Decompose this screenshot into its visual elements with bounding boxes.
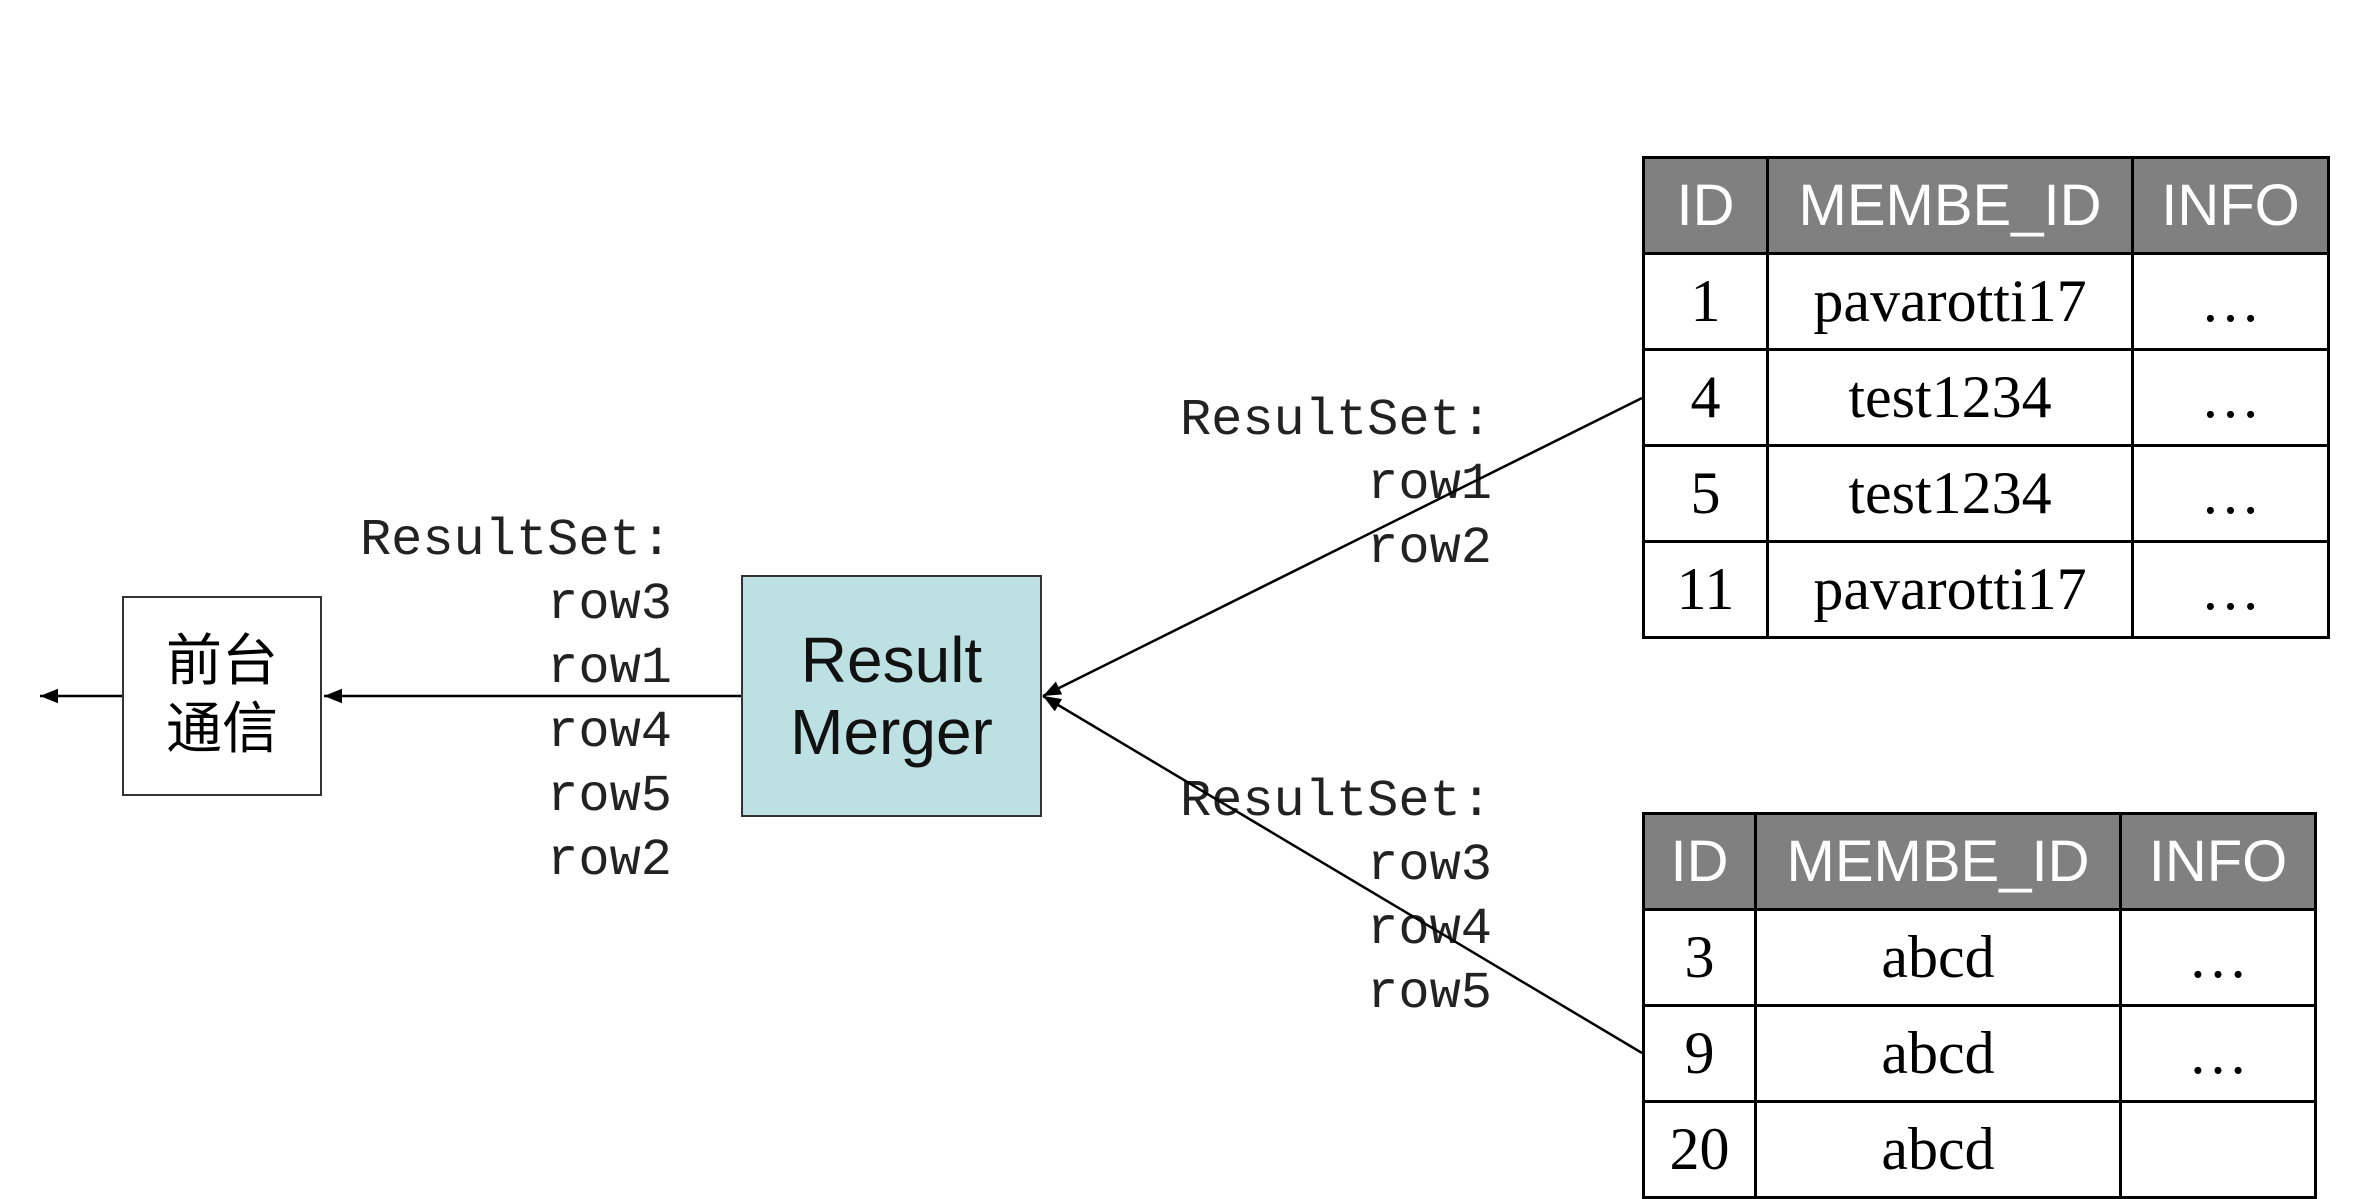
- resultset-row: row3: [1367, 836, 1492, 895]
- shard-table-1: ID MEMBE_ID INFO 1 pavarotti17 … 4 test1…: [1642, 156, 2330, 639]
- frontend-comm-label-line1: 前台: [166, 629, 278, 694]
- table-cell-member-id: pavarotti17: [1766, 540, 2134, 639]
- table-header-row: ID MEMBE_ID INFO: [1642, 156, 2330, 255]
- shard-table-2-viewport: ID MEMBE_ID INFO 3 abcd … 9 abcd … 20 ab…: [1640, 810, 2317, 1199]
- table-header-info: INFO: [2131, 156, 2330, 255]
- table-cell-member-id: abcd: [1754, 908, 2122, 1007]
- table-cell-info: …: [2131, 540, 2330, 639]
- table-cell-member-id: abcd: [1754, 1100, 2122, 1199]
- frontend-comm-label-line2: 通信: [166, 697, 278, 762]
- resultset-row: row2: [1367, 519, 1492, 578]
- resultset-title: ResultSet:: [359, 511, 672, 570]
- resultset-row: row2: [547, 831, 672, 890]
- resultset-from-table-2: ResultSet: row3 row4 row5: [1120, 770, 1492, 1026]
- table-row: 20 abcd: [1642, 1100, 2317, 1199]
- table-cell-id: 20: [1642, 1100, 1757, 1199]
- table-header-row: ID MEMBE_ID INFO: [1642, 812, 2317, 911]
- table-cell-id: 4: [1642, 348, 1769, 447]
- resultset-title: ResultSet:: [1179, 772, 1492, 831]
- table-cell-id: 11: [1642, 540, 1769, 639]
- table-row: 4 test1234 …: [1642, 348, 2330, 447]
- table-row: 5 test1234 …: [1642, 444, 2330, 543]
- resultset-row: row1: [547, 639, 672, 698]
- table-row: 1 pavarotti17 …: [1642, 252, 2330, 351]
- shard-table-2: ID MEMBE_ID INFO 3 abcd … 9 abcd … 20 ab…: [1642, 812, 2317, 1199]
- table-cell-member-id: test1234: [1766, 348, 2134, 447]
- table-row: 11 pavarotti17 …: [1642, 540, 2330, 639]
- table-row: 9 abcd …: [1642, 1004, 2317, 1103]
- table-cell-id: 9: [1642, 1004, 1757, 1103]
- table-cell-info: …: [2119, 1004, 2317, 1103]
- table-cell-info: …: [2131, 252, 2330, 351]
- table-header-member-id: MEMBE_ID: [1754, 812, 2122, 911]
- resultset-row: row3: [547, 575, 672, 634]
- table-cell-member-id: abcd: [1754, 1004, 2122, 1103]
- resultset-row: row5: [1367, 964, 1492, 1023]
- table-header-info: INFO: [2119, 812, 2317, 911]
- table-cell-id: 1: [1642, 252, 1769, 351]
- table-cell-id: 5: [1642, 444, 1769, 543]
- table-cell-member-id: test1234: [1766, 444, 2134, 543]
- resultset-title: ResultSet:: [1179, 391, 1492, 450]
- table-cell-id: 3: [1642, 908, 1757, 1007]
- resultset-row: row5: [547, 767, 672, 826]
- table-header-id: ID: [1642, 812, 1757, 911]
- table-cell-info: …: [2131, 444, 2330, 543]
- table-cell-info: [2119, 1100, 2317, 1199]
- resultset-to-frontend: ResultSet: row3 row1 row4 row5 row2: [300, 509, 672, 893]
- table-header-id: ID: [1642, 156, 1769, 255]
- resultset-row: row4: [547, 703, 672, 762]
- frontend-comm-box: 前台 通信: [122, 596, 322, 796]
- resultset-from-table-1: ResultSet: row1 row2: [1120, 389, 1492, 581]
- table-header-member-id: MEMBE_ID: [1766, 156, 2134, 255]
- table-row: 3 abcd …: [1642, 908, 2317, 1007]
- resultset-row: row4: [1367, 900, 1492, 959]
- result-merger-label-line2: Merger: [790, 696, 993, 768]
- result-merger-box: Result Merger: [741, 575, 1042, 817]
- result-merger-label-line1: Result: [800, 624, 983, 696]
- table-cell-info: …: [2131, 348, 2330, 447]
- table-cell-info: …: [2119, 908, 2317, 1007]
- resultset-row: row1: [1367, 455, 1492, 514]
- table-cell-member-id: pavarotti17: [1766, 252, 2134, 351]
